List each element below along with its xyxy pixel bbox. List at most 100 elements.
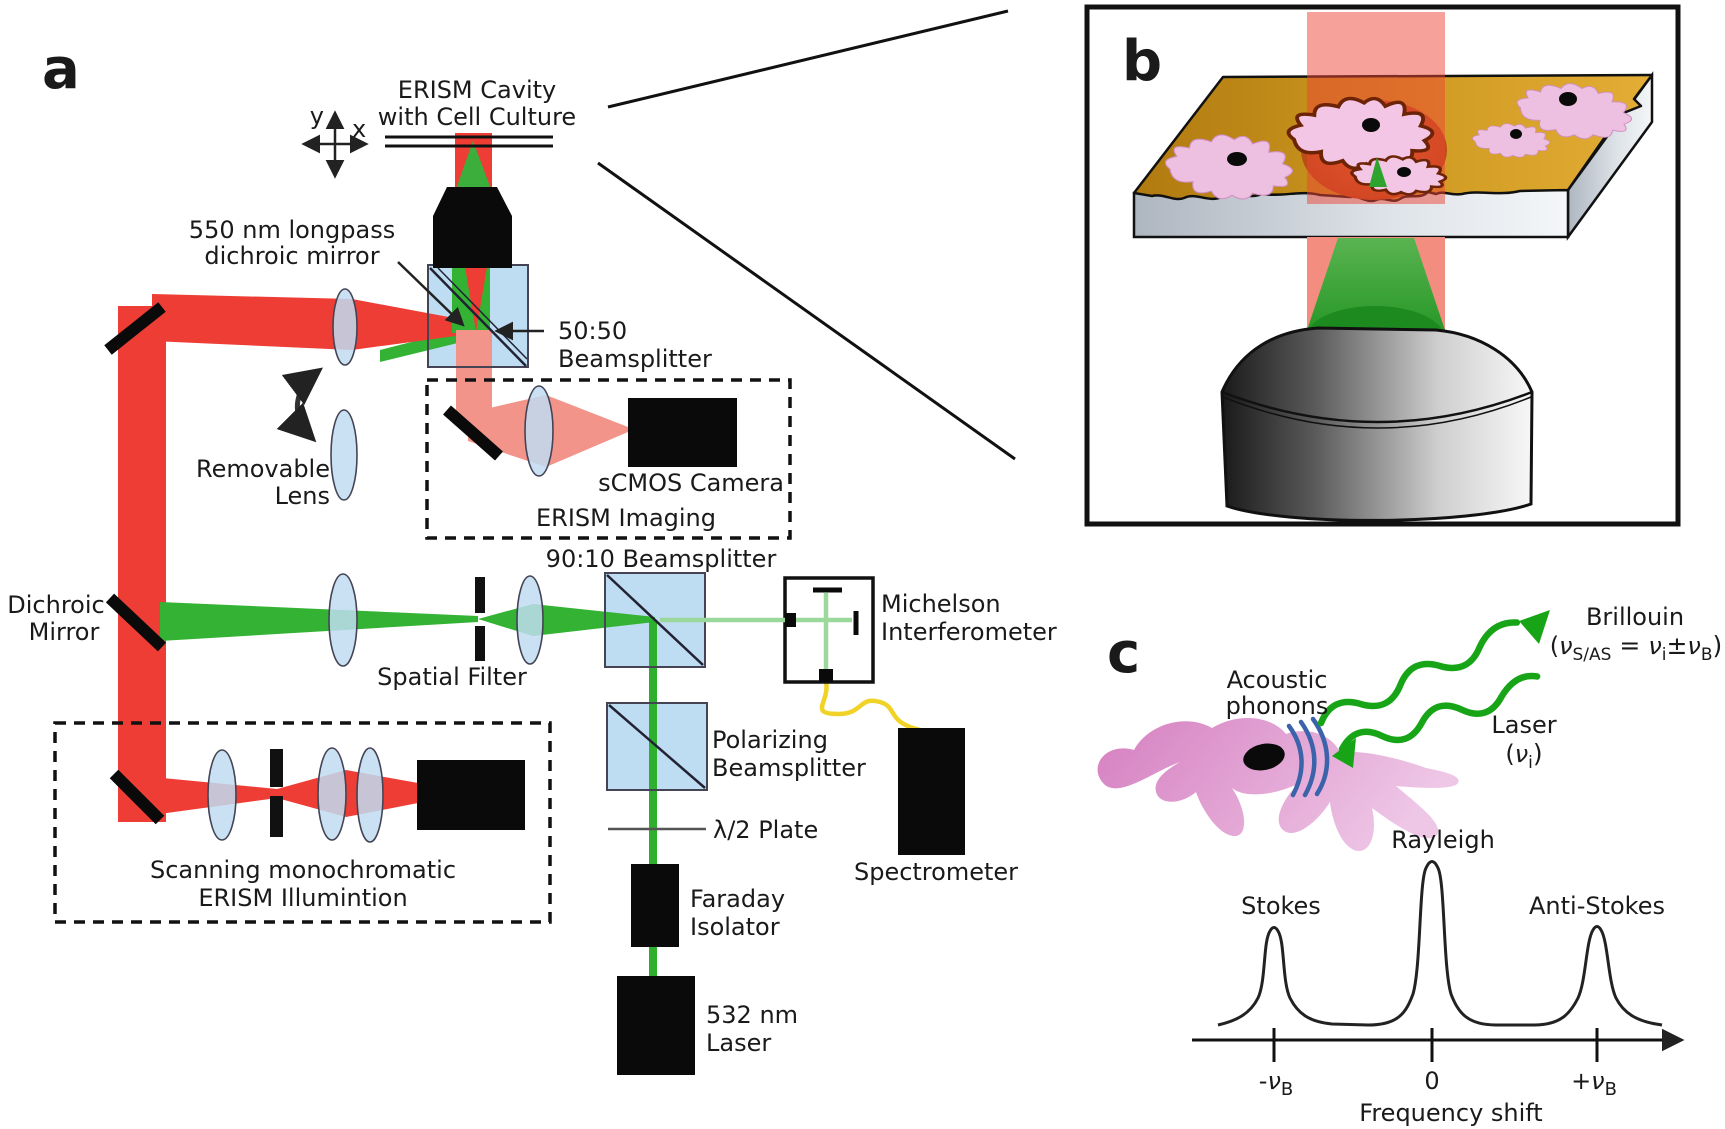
cell-nucleus-large xyxy=(1243,743,1285,771)
cavity-label-2: with Cell Culture xyxy=(378,103,576,131)
polarizing-beamsplitter-outline xyxy=(606,702,708,791)
michelson-label-2: Interferometer xyxy=(881,618,1057,646)
illumination-slit-top xyxy=(270,749,283,787)
objective-panel-b xyxy=(1220,326,1534,522)
laser-nu-label: (νi) xyxy=(1505,739,1542,773)
brillouin-arrowhead xyxy=(1519,610,1550,644)
coordinate-axes: y x xyxy=(301,102,369,179)
removable-lens-label-2: Lens xyxy=(275,482,330,510)
michelson-box xyxy=(783,576,875,684)
panel-b-letter: b xyxy=(1122,29,1162,94)
bs9010-label: 90:10 Beamsplitter xyxy=(546,545,777,573)
polarizing-label-1: Polarizing xyxy=(712,726,828,754)
removable-lens-swap-arrow xyxy=(276,367,323,443)
laser-arrowhead xyxy=(1332,738,1356,768)
michelson-label-1: Michelson xyxy=(881,590,1001,618)
longpass-pointer-arrow xyxy=(397,261,465,327)
beamsplitter-9010-diagonal xyxy=(606,574,704,666)
green-path-lens-2 xyxy=(516,575,544,665)
faraday-label-2: Isolator xyxy=(690,913,780,941)
panel-a: y x a ERISM Cavity with Cell Culture 550… xyxy=(7,9,1057,1075)
acoustic-label-1: Acoustic xyxy=(1227,666,1328,694)
scmos-label: sCMOS Camera xyxy=(598,469,784,497)
anti-stokes-label: Anti-Stokes xyxy=(1529,892,1665,920)
illumination-lens-2 xyxy=(317,747,347,841)
faraday-label-1: Faraday xyxy=(690,885,785,913)
illumination-label-1: Scanning monochromatic xyxy=(150,856,456,884)
frequency-shift-label: Frequency shift xyxy=(1359,1099,1542,1127)
brillouin-formula: (νS/AS = νi±νB) xyxy=(1550,631,1723,665)
red-wedge-above-cube xyxy=(465,267,487,332)
bs5050-label-2: Beamsplitter xyxy=(558,345,712,373)
longpass-label-1: 550 nm longpass xyxy=(189,216,395,244)
spectrometer-box xyxy=(898,728,965,855)
lenses xyxy=(207,288,554,843)
brillouin-label: Brillouin xyxy=(1586,603,1684,631)
illumination-dashed-box xyxy=(53,721,552,924)
optical-fiber xyxy=(819,681,921,733)
phonon-arc xyxy=(1298,719,1317,798)
removable-lens-label-1: Removable xyxy=(196,455,330,483)
illumination-mirror xyxy=(109,769,165,825)
cell-nucleus xyxy=(1559,92,1577,106)
spatial-filter-top-blade xyxy=(475,577,485,613)
acoustic-label-2: phonons xyxy=(1226,692,1329,720)
michelson-output-port xyxy=(819,669,833,682)
laser-532-box xyxy=(617,976,695,1075)
removable-lens-out xyxy=(330,409,358,501)
laser-wave-incoming xyxy=(1338,672,1541,753)
zoom-connector-top xyxy=(607,9,1009,109)
green-focus-tip xyxy=(1369,157,1387,187)
rayleigh-label: Rayleigh xyxy=(1391,826,1495,854)
spatial-filter-label: Spatial Filter xyxy=(377,663,527,691)
beamsplitter-5050-diagonal2 xyxy=(437,267,528,360)
imaging-lens xyxy=(524,385,554,477)
tick-label-plus-vb: +νB xyxy=(1571,1067,1617,1100)
green-cone-sample xyxy=(456,141,491,189)
steering-mirror-top-left xyxy=(104,302,166,355)
dichroic-label-2: Mirror xyxy=(29,618,100,646)
imaging-mirror xyxy=(443,405,503,461)
illumination-lens-3 xyxy=(356,747,384,843)
green-beam-main-left xyxy=(160,602,478,641)
brillouin-wave-outgoing xyxy=(1317,619,1521,727)
laser532-label-1: 532 nm xyxy=(706,1001,798,1029)
dichroic-label-1: Dichroic xyxy=(7,591,104,619)
cell-nucleus xyxy=(1227,152,1247,166)
panel-a-letter: a xyxy=(42,37,80,102)
tick-label-zero: 0 xyxy=(1424,1067,1439,1095)
dichroic-mirror xyxy=(105,593,167,652)
illumination-source-box xyxy=(417,760,525,830)
illumination-label-2: ERISM Illumintion xyxy=(198,884,407,912)
tick-label-minus-vb: -νB xyxy=(1259,1067,1293,1100)
cell-nucleus xyxy=(1510,129,1522,139)
beamsplitter-5050-diagonal xyxy=(429,267,527,367)
zoom-connector-bottom xyxy=(597,161,1016,461)
y-axis-label: y xyxy=(310,102,324,130)
removable-lens-in-beam xyxy=(332,288,358,366)
x-axis-label: x xyxy=(352,115,366,143)
acoustic-phonon-arcs xyxy=(1286,716,1330,798)
cell-nucleus xyxy=(1397,167,1411,177)
panel-b-border xyxy=(1084,4,1681,527)
stokes-label: Stokes xyxy=(1241,892,1321,920)
illumination-lens-1 xyxy=(207,749,237,841)
mirrors xyxy=(104,302,503,825)
phonon-arc xyxy=(1310,716,1330,797)
red-beam-vertical xyxy=(118,306,166,822)
red-beam-horizontal-top xyxy=(152,294,470,350)
erism-imaging-label: ERISM Imaging xyxy=(536,504,716,532)
bs5050-label-1: 50:50 xyxy=(558,317,627,345)
spectrometer-label: Spectrometer xyxy=(854,858,1018,886)
spectrum-curve xyxy=(1217,860,1663,1027)
cell-nucleus xyxy=(1362,118,1380,132)
panel-c-letter: c xyxy=(1107,621,1140,686)
michelson-input-port xyxy=(785,613,796,627)
panel-b: b xyxy=(1084,4,1681,527)
spatial-filter-bottom-blade xyxy=(475,626,485,661)
longpass-label-2: dichroic mirror xyxy=(204,242,379,270)
brillouin-spectrum: Rayleigh Stokes Anti-Stokes -νB 0 +νB Fr… xyxy=(1192,826,1685,1127)
scmos-camera-box xyxy=(628,398,737,467)
objective-seam-1 xyxy=(1221,390,1533,424)
red-beam-illumination-right xyxy=(277,770,418,817)
